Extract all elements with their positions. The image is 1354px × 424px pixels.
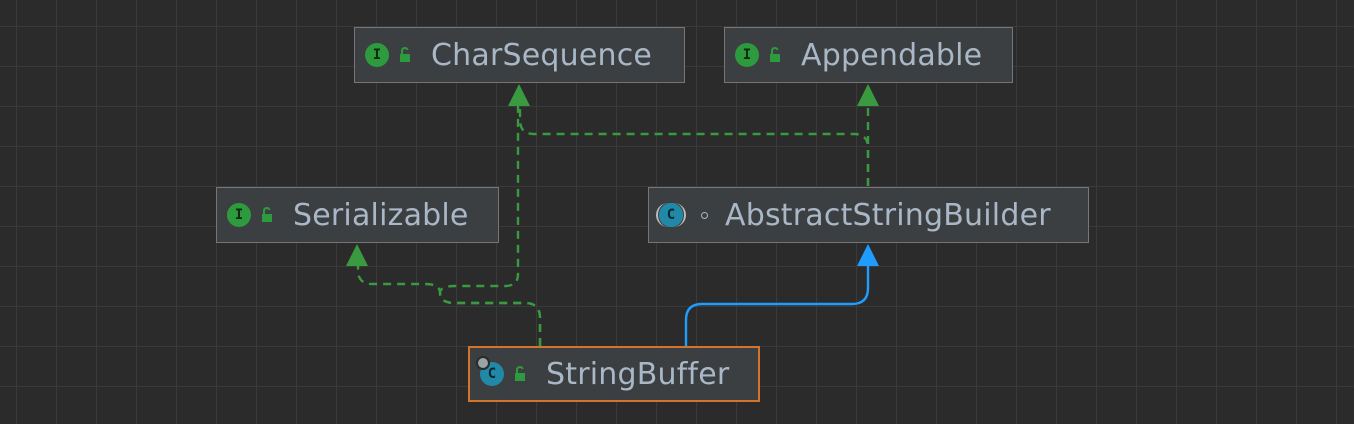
public-lock-icon <box>770 46 780 62</box>
node-label: AbstractStringBuilder <box>725 197 1051 233</box>
class-icon: C <box>659 203 683 227</box>
node-serializable[interactable]: I Serializable <box>216 187 499 243</box>
arrowhead-charsequence <box>508 84 530 106</box>
final-badge-icon <box>476 356 490 370</box>
node-abstractstringbuilder[interactable]: C AbstractStringBuilder <box>648 187 1089 243</box>
node-label: CharSequence <box>431 37 653 73</box>
interface-icon: I <box>735 43 759 67</box>
node-charsequence[interactable]: I CharSequence <box>354 27 685 83</box>
edge-stringbuffer-implements-serializable <box>356 262 542 346</box>
arrowhead-serializable <box>346 244 368 266</box>
arrowhead-appendable <box>857 84 879 106</box>
node-label: StringBuffer <box>546 356 730 392</box>
public-lock-icon <box>262 206 272 222</box>
public-lock-icon <box>400 46 410 62</box>
node-label: Appendable <box>801 37 983 73</box>
edge-abstractstringbuilder-implements-charsequence <box>518 108 870 186</box>
arrowhead-abstractstringbuilder <box>857 244 879 266</box>
package-private-icon <box>695 203 713 227</box>
interface-icon: I <box>365 43 389 67</box>
final-class-icon: C <box>476 356 504 386</box>
class-icon-letter: C <box>487 366 497 382</box>
interface-icon: I <box>227 203 251 227</box>
public-lock-icon <box>515 365 525 381</box>
abstract-class-icon: C <box>656 203 686 227</box>
node-label: Serializable <box>293 197 469 233</box>
node-stringbuffer[interactable]: C StringBuffer <box>468 346 760 402</box>
node-appendable[interactable]: I Appendable <box>724 27 1013 83</box>
edge-stringbuffer-extends-abstractstringbuilder <box>684 262 870 346</box>
